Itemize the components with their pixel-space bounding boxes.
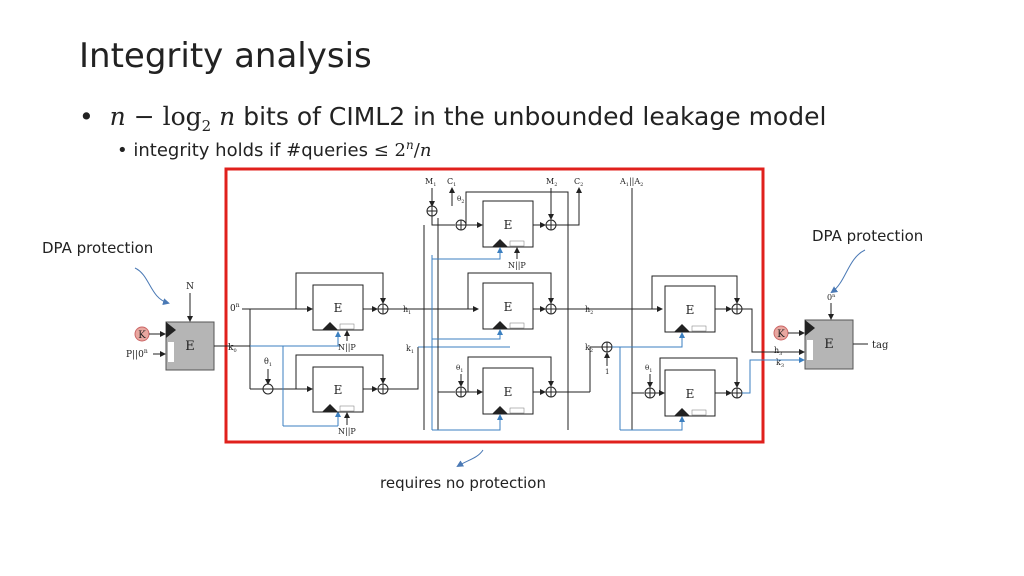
theta2-label: θ2 [457, 195, 464, 205]
bullet-2: • integrity holds if #queries ≤ 2n/n [117, 138, 431, 161]
red-frame [224, 167, 765, 444]
bullet-dot: • [79, 102, 94, 131]
input-N-label: N [186, 282, 194, 292]
svg-text:E: E [504, 300, 513, 314]
feedback-left-top [295, 272, 386, 309]
dpa-protection-right-label: DPA protection [812, 227, 924, 245]
e-block-right-bottom: E [664, 369, 716, 417]
m1-label: M1 [425, 177, 436, 188]
h2-label: h2 [585, 305, 593, 316]
feedback-left-bottom [295, 354, 386, 389]
bullet-1: • n − log2 n bits of CIML2 in the unboun… [79, 102, 827, 135]
theta1-label-a: θ1 [264, 357, 272, 368]
e-block-mid-bottom: E [482, 367, 534, 415]
theta1-label-c: θ1 [645, 364, 652, 374]
e-block-left-bottom: E [312, 366, 364, 413]
callout-arrow-bottom [456, 449, 484, 468]
right-0n-label: 0n [827, 293, 836, 302]
gray-block-left-port [168, 342, 174, 362]
h1-label: h1 [403, 305, 411, 316]
theta1-label-b: θ1 [456, 364, 463, 374]
gray-block-left-E: E [185, 339, 195, 354]
e-block-right-top: E [664, 285, 716, 333]
k1-path [388, 347, 419, 390]
slide-title: Integrity analysis [79, 36, 372, 76]
k2-label: k2 [585, 343, 593, 354]
k0-label: k0 [228, 343, 237, 354]
callout-arrow-right [830, 249, 866, 294]
c2-label: C2 [574, 177, 583, 188]
e-block-left-top: E [312, 284, 364, 331]
zero-n-label: 0n [230, 302, 240, 314]
callout-arrow-left [134, 267, 170, 306]
k3-label: k3 [776, 358, 784, 369]
m2-label: M2 [546, 177, 557, 188]
gray-block-left-key-marker [166, 322, 176, 338]
requires-no-protection-label: requires no protection [380, 474, 546, 492]
svg-text:E: E [686, 303, 695, 317]
svg-text:E: E [686, 387, 695, 401]
np-label-left-bottom: N||P [338, 427, 356, 436]
one-label: 1 [605, 368, 609, 376]
gray-block-right-key-marker [805, 320, 815, 336]
np-label-mid: N||P [508, 261, 526, 270]
c1-label: C1 [447, 177, 456, 188]
dpa-protection-left-label: DPA protection [42, 239, 154, 257]
bullet-1-text: bits of CIML2 in the unbounded leakage m… [243, 102, 827, 131]
gray-block-right-E: E [824, 337, 834, 352]
a1a2-label: A1||A2 [619, 177, 643, 188]
e-block-mid-top: E [482, 200, 534, 248]
np-label-left: N||P [338, 343, 356, 352]
svg-text:E: E [334, 301, 343, 315]
e-block-mid-middle: E [482, 282, 534, 330]
h3-label: h3 [774, 346, 782, 357]
bullet-1-math: n [101, 102, 126, 131]
svg-text:E: E [334, 383, 343, 397]
k1-label: k1 [406, 344, 414, 355]
key-label-left: K [138, 330, 146, 341]
bullet-2-text: integrity holds if #queries [133, 140, 369, 161]
tag-label: tag [872, 340, 889, 351]
bullet-dot: • [117, 140, 128, 161]
key-label-right: K [777, 329, 785, 340]
svg-text:E: E [504, 385, 513, 399]
bullet-2-math: ≤ 2n/n [373, 138, 432, 161]
gray-block-right-port [807, 340, 813, 360]
input-P0n-label: P||0n [126, 348, 148, 360]
svg-text:E: E [504, 218, 513, 232]
